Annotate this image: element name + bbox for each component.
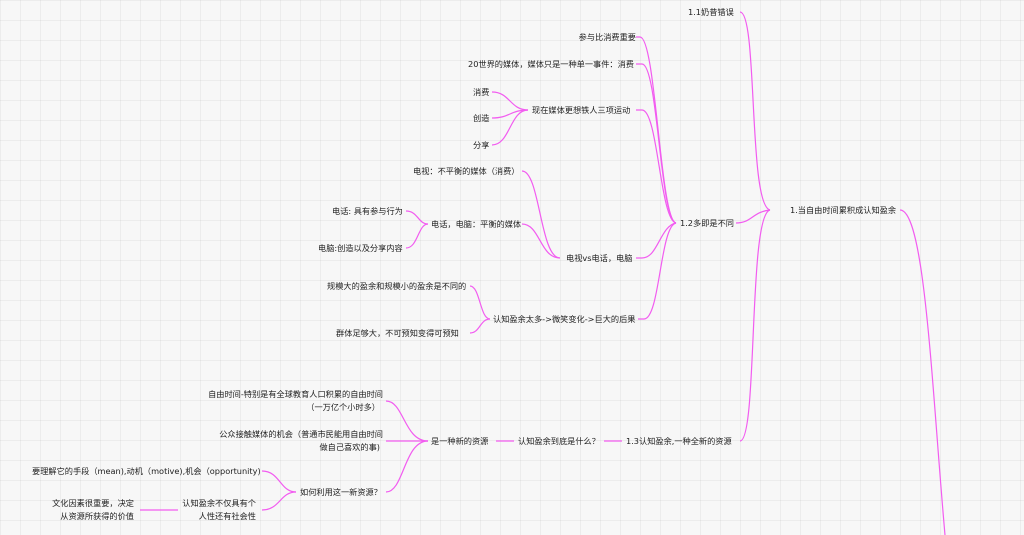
edge-root-n12 [735, 209, 771, 224]
node-scale[interactable]: 规模大的盈余和规模小的盈余是不同的 [327, 281, 466, 291]
node-freetime-line1[interactable]: 自由时间-特别是有全球教育人口积累的自由时间 [208, 389, 383, 399]
edge-threeacts-consume [491, 91, 529, 111]
node-surplus[interactable]: 认知盈余太多->微笑变化->巨大的后果 [493, 314, 635, 324]
edge-surplus-scale [469, 285, 491, 320]
edge-howuse-human [261, 491, 297, 511]
edge-n12-media20 [636, 63, 677, 224]
edge-tvvsphone-tv [521, 170, 561, 259]
edge-root-n11 [739, 11, 771, 211]
node-n11[interactable]: 1.1奶昔错误 [688, 7, 734, 17]
mindmap-nodes: 1.当自由时间累积成认知盈余 1.1奶昔错误 1.2多即是不同 1.3认知盈余,… [32, 7, 896, 521]
node-share[interactable]: 分享 [473, 140, 489, 150]
node-consume[interactable]: 消费 [473, 87, 489, 97]
edge-n12-surplus [638, 222, 677, 320]
node-pc[interactable]: 电脑:创造以及分享内容 [318, 243, 403, 253]
node-means[interactable]: 要理解它的手段（mean),动机（motive),机会（opportunity) [32, 466, 261, 476]
mindmap-connectors [140, 11, 946, 535]
node-participation[interactable]: 参与比消费重要 [579, 32, 636, 42]
node-freetime-line2[interactable]: （一万亿个小时多） [306, 402, 380, 412]
node-culture-line2[interactable]: 从资源所获得的价值 [60, 511, 134, 521]
node-phonepc[interactable]: 电话，电脑：平衡的媒体 [431, 219, 521, 229]
node-human-line1[interactable]: 认知盈余不仅具有个 [182, 498, 256, 508]
node-create[interactable]: 创造 [473, 113, 489, 123]
edge-newres-howuse [385, 440, 429, 493]
edge-n12-tvvsphone [636, 222, 677, 259]
edge-newres-freetime [385, 400, 429, 442]
node-newres[interactable]: 是一种新的资源 [431, 436, 488, 446]
node-culture-line1[interactable]: 文化因素很重要，决定 [52, 498, 134, 508]
node-whatis[interactable]: 认知盈余到底是什么？ [518, 436, 600, 446]
node-tv[interactable]: 电视：不平衡的媒体（消费） [413, 166, 519, 176]
node-n12[interactable]: 1.2多即是不同 [680, 218, 734, 228]
node-human-line2[interactable]: 人性还有社会性 [199, 511, 256, 521]
node-group[interactable]: 群体足够大，不可预知变得可预知 [336, 328, 459, 338]
edge-n12-threeacts [636, 109, 677, 224]
edge-tvvsphone-phonepc [521, 223, 561, 259]
edge-threeacts-share [491, 109, 529, 146]
node-tvvsphone[interactable]: 电视vs电话，电脑 [566, 253, 632, 263]
edge-howuse-means [261, 470, 297, 493]
edge-phonepc-pc [405, 223, 429, 249]
node-howuse[interactable]: 如何利用这一新资源？ [300, 487, 382, 497]
edge-root-n13 [739, 209, 771, 442]
node-access-line1[interactable]: 公众接触媒体的机会（普通市民能用自由时间 [219, 429, 383, 439]
node-access-line2[interactable]: 做自己喜欢的事) [319, 442, 380, 452]
edge-n12-participation [636, 36, 677, 224]
edge-surplus-group [469, 318, 491, 334]
node-n13[interactable]: 1.3认知盈余,一种全新的资源 [626, 436, 732, 446]
edge-root-next [899, 209, 946, 535]
node-media20[interactable]: 20世界的媒体，媒体只是一种单一事件：消费 [468, 59, 634, 69]
node-root[interactable]: 1.当自由时间累积成认知盈余 [790, 205, 896, 215]
node-phone[interactable]: 电话: 具有参与行为 [332, 206, 403, 216]
node-threeacts[interactable]: 现在媒体更想铁人三项运动 [532, 105, 630, 115]
edge-phonepc-phone [405, 210, 429, 225]
